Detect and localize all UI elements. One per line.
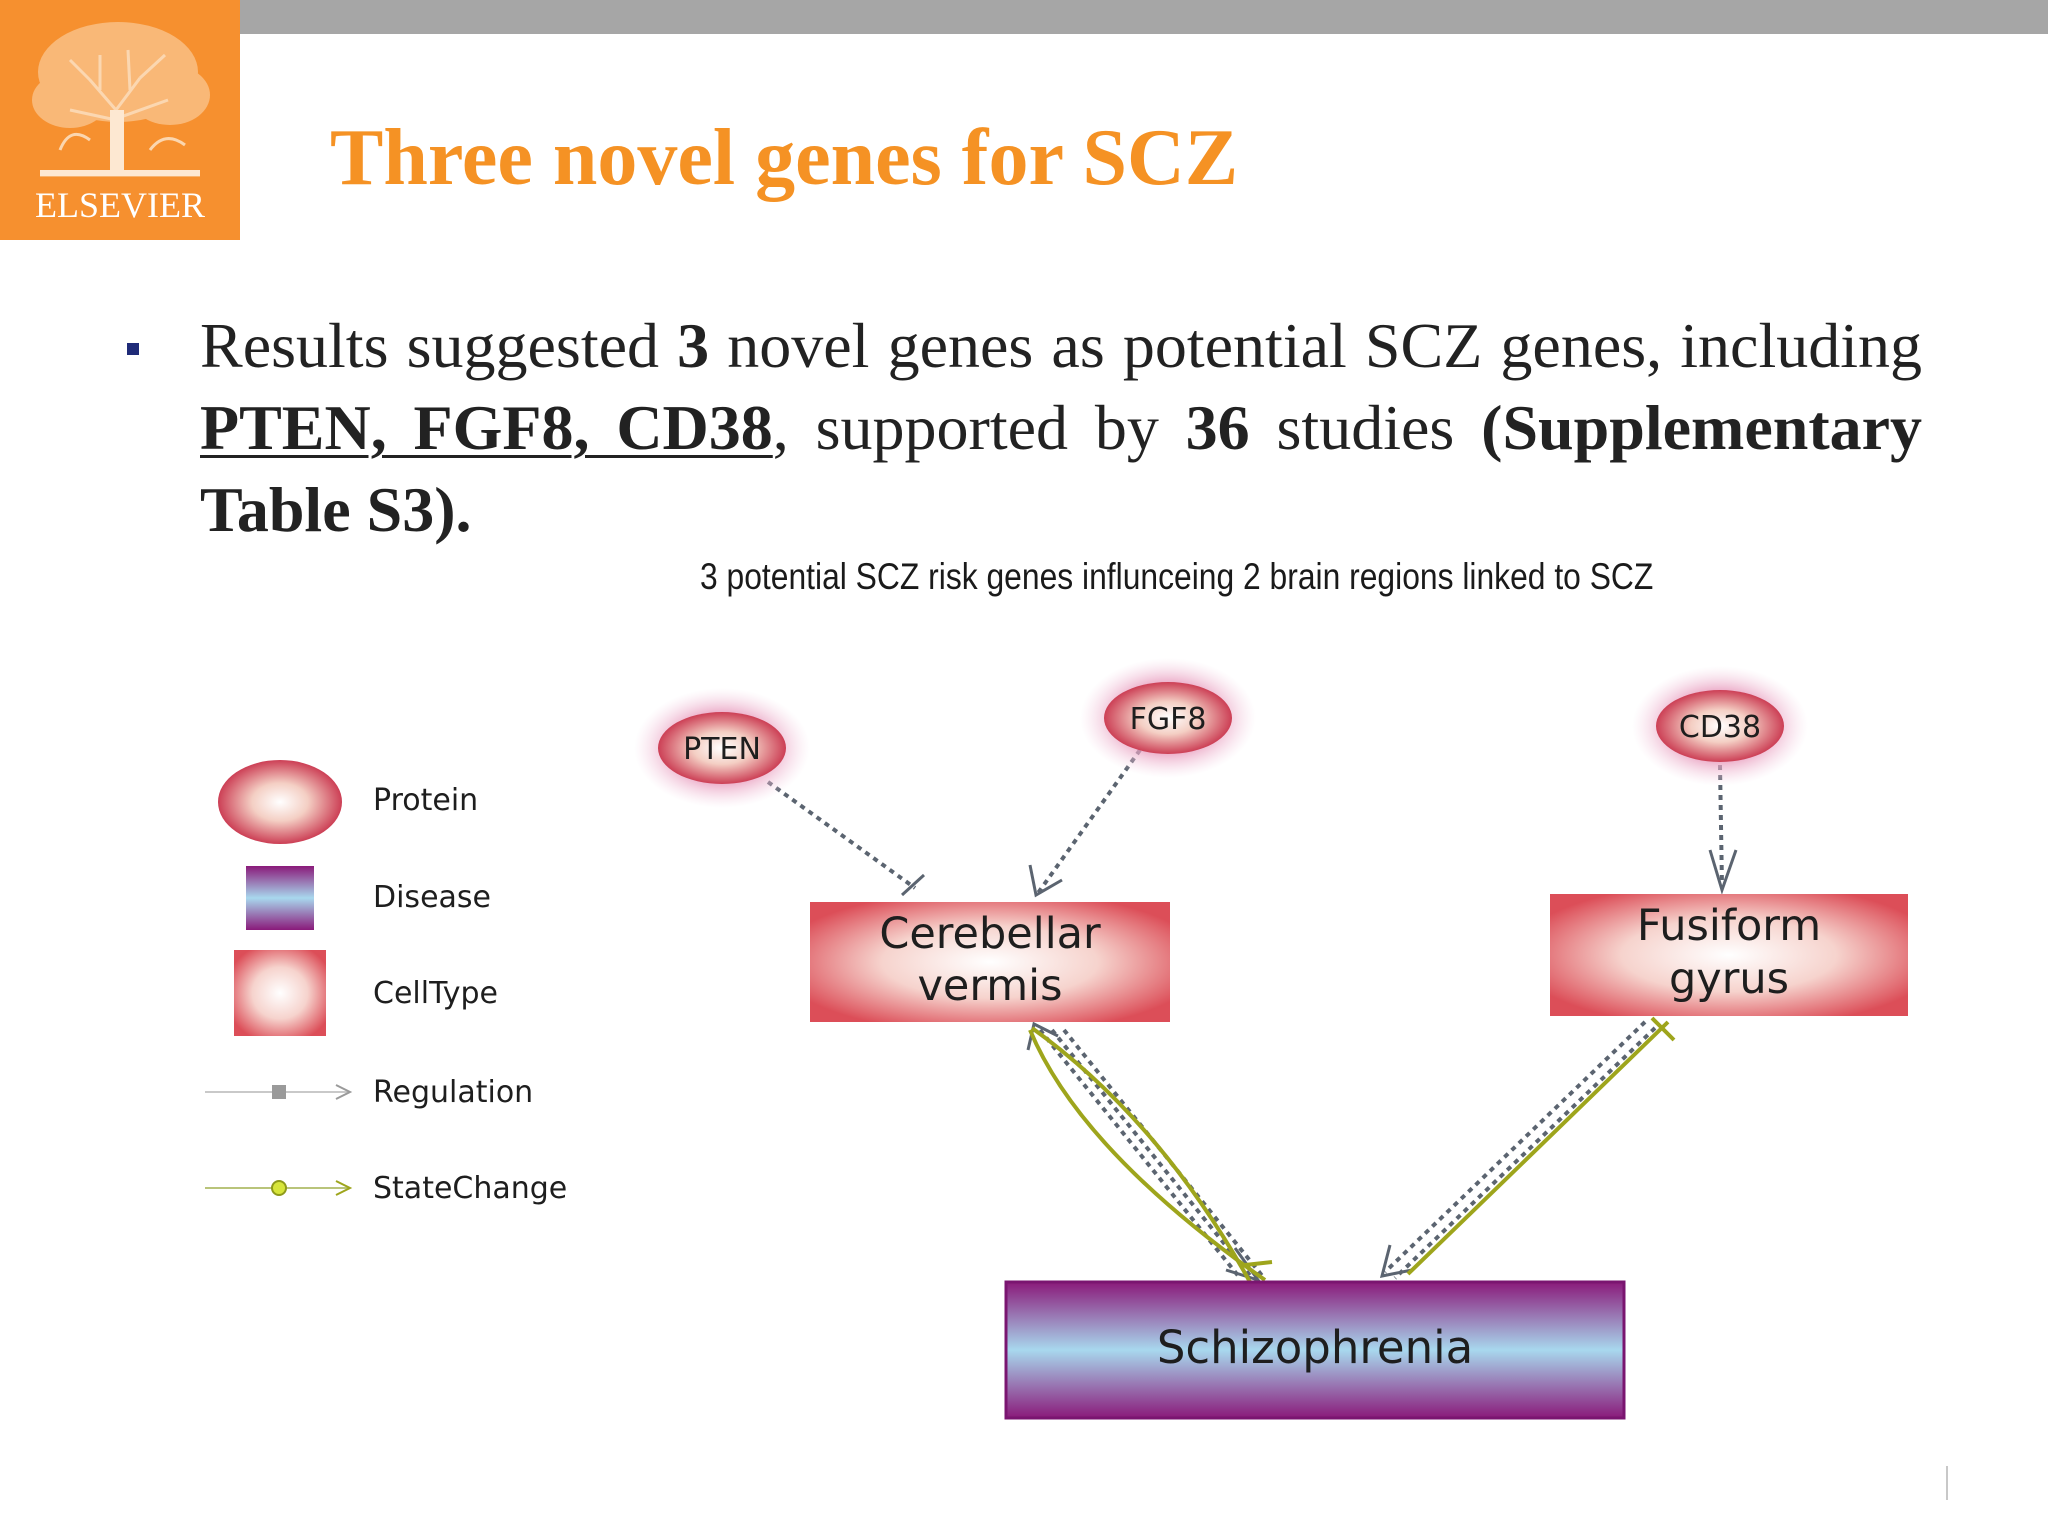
- legend-protein-label: Protein: [373, 783, 478, 818]
- statechange-edges: [1028, 1016, 1676, 1283]
- figure-caption: 3 potential SCZ risk genes influnceing 2…: [700, 556, 1654, 597]
- legend-statechange-arrow-icon: [335, 1180, 353, 1196]
- edge-fusiform-schizophrenia-reg2: [1393, 1026, 1657, 1280]
- edge-pten-cerebellar: [766, 780, 917, 890]
- fusiform-label-line1: Fusiform: [1637, 901, 1821, 951]
- cd38-arrow-icon: [1708, 849, 1738, 895]
- pten-label: PTEN: [683, 732, 761, 767]
- fgf8-node: [1104, 682, 1232, 754]
- legend-celltype-label: CellType: [373, 976, 498, 1011]
- statechange-fusiform: [1406, 1020, 1670, 1276]
- fgf8-arrow-icon: [1028, 864, 1063, 898]
- legend-regulation-label: Regulation: [373, 1075, 533, 1110]
- bullet-text: Results suggested 3 novel genes as poten…: [200, 305, 1922, 551]
- cerebellar-arrow-icon: [1026, 1021, 1059, 1051]
- elsevier-logo: ELSEVIER: [0, 0, 240, 240]
- bullet-square-icon: [127, 343, 139, 355]
- tree-logo-icon: [32, 22, 210, 177]
- cd38-label: CD38: [1679, 710, 1761, 745]
- schizophrenia-arrow-right-icon: [1379, 1244, 1413, 1278]
- legend-statechange-dot-icon: [271, 1180, 287, 1196]
- statechange-cerebellar-1: [1028, 1029, 1267, 1282]
- statechange-cerebellar-2: [1030, 1026, 1252, 1283]
- disease-node-group: Schizophrenia: [1004, 1280, 1626, 1420]
- logo-wordmark: ELSEVIER: [35, 185, 205, 225]
- fgf8-label: FGF8: [1130, 702, 1207, 737]
- edge-cerebellar-schizophrenia-reg3: [1062, 1028, 1266, 1280]
- cerebellar-label-line2: vermis: [917, 961, 1062, 1011]
- edge-fgf8-cerebellar: [1036, 748, 1142, 895]
- schizophrenia-tbar-icon: [1244, 1260, 1273, 1267]
- celltype-nodes: Cerebellar vermis Fusiform gyrus: [810, 894, 1908, 1022]
- edge-cerebellar-schizophrenia-reg1: [1038, 1028, 1242, 1280]
- cerebellar-vermis-node: [810, 902, 1170, 1022]
- schizophrenia-node: [1004, 1280, 1626, 1420]
- fusiform-label-line2: gyrus: [1669, 954, 1789, 1004]
- regulation-arrowheads: [900, 849, 1738, 1283]
- study-count: 36: [1185, 392, 1250, 463]
- schizophrenia-arrow-left-icon: [1225, 1247, 1262, 1283]
- pten-tbar-icon: [900, 873, 926, 897]
- pten-node: [658, 712, 786, 784]
- supplementary-reference: (Supplementary Table S3).: [200, 392, 1923, 545]
- edge-fusiform-schizophrenia-reg1: [1383, 1020, 1647, 1274]
- bullet-part-3: , supported by: [772, 392, 1186, 463]
- gene-count: 3: [677, 310, 710, 381]
- legend-regulation-square-icon: [272, 1085, 286, 1099]
- slide-title: Three novel genes for SCZ: [330, 114, 1239, 202]
- legend-protein-swatch: [218, 760, 342, 844]
- cerebellar-label-line1: Cerebellar: [879, 909, 1101, 959]
- bullet-part-2: novel genes as potential SCZ genes, incl…: [709, 310, 1922, 381]
- bullet-part-4: studies: [1249, 392, 1482, 463]
- bullet-part-1: Results suggested: [200, 310, 678, 381]
- legend: Protein Disease CellType Regulation Stat…: [205, 760, 567, 1206]
- legend-disease-label: Disease: [373, 880, 491, 915]
- page-corner-rule: [1946, 1466, 1948, 1500]
- legend-regulation-arrow-icon: [335, 1084, 353, 1100]
- legend-disease-swatch: [246, 866, 314, 930]
- top-bar: [0, 0, 2048, 34]
- fusiform-gyrus-node: [1550, 894, 1908, 1016]
- gene-list: PTEN, FGF8, CD38: [200, 392, 773, 463]
- protein-nodes: PTEN FGF8 CD38: [634, 658, 1808, 808]
- fusiform-tbar-icon: [1650, 1016, 1676, 1042]
- cd38-node: [1656, 690, 1784, 762]
- legend-celltype-swatch: [234, 950, 326, 1036]
- legend-statechange-label: StateChange: [373, 1171, 567, 1206]
- schizophrenia-label: Schizophrenia: [1157, 1321, 1473, 1374]
